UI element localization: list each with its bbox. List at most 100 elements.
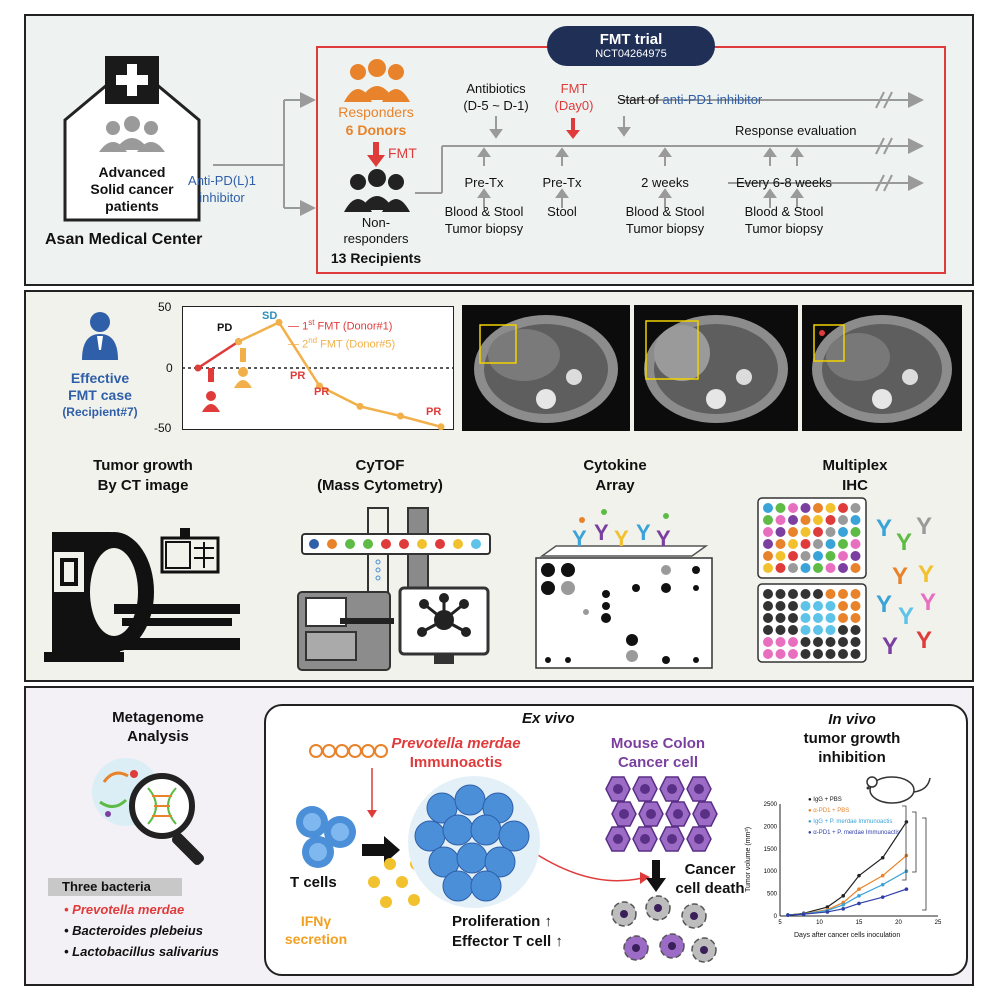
ihc-top-well-2-7 (850, 527, 861, 537)
antibiotics-label: Antibiotics(D-5 ~ D-1) (463, 81, 529, 113)
marker-person-red-head (206, 391, 216, 401)
ihc-top-well-4-1 (775, 551, 786, 561)
ihc-bottom-well-3-5 (825, 625, 836, 635)
ihc-top-well-1-2 (788, 515, 798, 525)
array-dot-4 (602, 590, 610, 598)
bacteria-item-2: • Lactobacillus salivarius (64, 944, 219, 959)
array-dot-10 (692, 566, 700, 574)
ihc-bottom-well-4-1 (775, 637, 786, 647)
responders-icon (344, 59, 410, 102)
hospital-icon (63, 56, 201, 222)
ihc-top-well-1-0 (763, 515, 773, 525)
array-dot-0 (541, 563, 555, 577)
ihc-top-well-3-5 (825, 539, 836, 549)
label-sd: SD (262, 310, 278, 322)
ct-scan-1 (462, 305, 630, 431)
growth-legend-0: ● IgG + PBS (808, 797, 842, 803)
cancer-nucleus-1-1 (646, 809, 656, 819)
svg-text:Y: Y (614, 526, 629, 551)
ihc-top-well-0-7 (850, 503, 861, 513)
cancer-nucleus-2-1 (640, 834, 650, 844)
ihc-top-well-5-0 (763, 563, 773, 573)
ihc-bottom-well-5-0 (763, 649, 773, 659)
ihc-bottom-well-2-0 (763, 613, 773, 623)
ihc-top-well-2-4 (813, 527, 823, 537)
series-0-point-0 (194, 364, 202, 372)
marker-person-red-body (202, 404, 220, 412)
magnifier-bacteria-icon (92, 758, 205, 866)
fmt-day-label: FMT(Day0) (554, 81, 594, 113)
ihc-top-well-2-3 (800, 527, 811, 537)
array-dot-16 (662, 656, 670, 664)
cytof-dot-4 (381, 539, 391, 549)
growth-xtick-0: 5 (778, 920, 782, 926)
svg-text:Y: Y (594, 520, 609, 545)
timeline (415, 91, 924, 208)
ihc-top-well-5-6 (838, 563, 848, 573)
ihc-bottom-well-3-3 (800, 625, 811, 635)
ihc-top-well-4-0 (763, 551, 773, 561)
ihc-bottom-well-4-5 (825, 637, 836, 647)
svg-text:Y: Y (916, 513, 932, 540)
bacteria-chain-icon (309, 744, 388, 758)
ihc-bottom-well-5-3 (800, 649, 811, 659)
ihc-top-well-1-1 (775, 515, 786, 525)
growth-point-0-5 (880, 855, 885, 860)
mouse-icon (866, 776, 931, 804)
ihc-bottom-well-3-2 (788, 625, 798, 635)
ihc-bottom-well-5-4 (813, 649, 823, 659)
growth-point-2-5 (880, 882, 885, 887)
growth-xtick-1: 10 (816, 920, 823, 926)
ihc-bottom-well-2-1 (775, 613, 786, 623)
ct-scan-3 (802, 305, 962, 431)
bacteria-item-0: • Prevotella merdae (64, 902, 185, 917)
growth-point-0-2 (825, 905, 830, 909)
marker-person-orange-body (234, 380, 252, 388)
ihc-top-well-3-3 (800, 539, 811, 549)
ihc-bottom-well-2-4 (813, 613, 823, 623)
array-dot-3 (561, 581, 575, 595)
ihc-top-well-5-2 (788, 563, 798, 573)
prolif-cell-5 (470, 814, 502, 846)
ihc-top-well-3-1 (775, 539, 786, 549)
ct-scan-2 (634, 305, 798, 431)
bacteria-item-1: • Bacteroides plebeius (64, 923, 203, 938)
svg-text:Y: Y (918, 561, 934, 588)
ihc-bottom-well-0-1 (775, 589, 786, 599)
ihc-bottom-well-5-5 (825, 649, 836, 659)
ihc-bottom-well-3-6 (838, 625, 848, 635)
growth-point-1-6 (904, 853, 909, 858)
growth-series-1 (787, 855, 907, 916)
ihc-bottom-well-3-7 (850, 625, 861, 635)
label-pd: PD (217, 322, 233, 334)
ex-vivo-title: Ex vivo (522, 710, 575, 727)
array-dot-1 (561, 563, 575, 577)
cytof-dot-5 (399, 539, 409, 549)
ihc-top-well-5-4 (813, 563, 823, 573)
growth-point-3-3 (841, 907, 845, 911)
ihc-top-well-3-2 (788, 539, 798, 549)
ihc-bottom-well-0-0 (763, 589, 773, 599)
ihc-top-well-2-6 (838, 527, 848, 537)
cytof-dot-0 (309, 539, 319, 549)
cancer-nucleus-1-2 (673, 809, 683, 819)
nonresponders-label: Non-responders 13 Recipients (330, 215, 422, 266)
ihc-bottom-well-3-4 (813, 625, 823, 635)
ihc-top-well-0-6 (838, 503, 848, 513)
ihc-bottom-well-5-6 (838, 649, 848, 659)
growth-xtick-4: 25 (935, 920, 942, 926)
start-label: Start of anti-PD1 inhibitor (617, 92, 763, 107)
series-line-1 (237, 320, 442, 429)
ihc-bottom-well-5-2 (788, 649, 798, 659)
ihc-bottom-well-1-0 (763, 601, 773, 611)
ihc-bottom-well-2-5 (825, 613, 836, 623)
cytof-dot-6 (417, 539, 427, 549)
series-1-point-4 (397, 412, 404, 420)
ihc-top-well-3-0 (763, 539, 773, 549)
fmt-down-arrow (367, 142, 385, 167)
